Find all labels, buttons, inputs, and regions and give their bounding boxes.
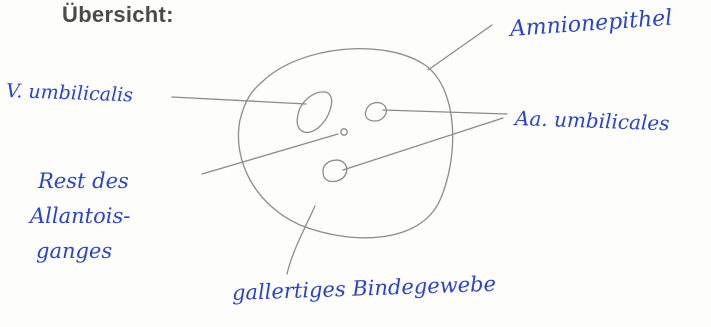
leader-aa-upper [383,110,507,114]
umbilical-artery-upper-shape [365,103,386,121]
allantois-remnant-shape [341,129,347,135]
umbilical-artery-lower-shape [323,160,347,181]
label-aa-umbilicales: Aa. umbilicales [515,108,670,134]
leader-aa-lower [343,118,503,170]
leader-gallertiges [287,206,315,274]
page-title: Übersicht: [62,2,174,28]
cord-outline [238,49,452,238]
umbilical-vein-shape [297,92,331,133]
leader-rest-allantois [202,134,338,174]
label-rest-line-2: Allantois- [30,205,130,227]
label-rest-line-3: ganges [36,240,112,262]
leader-v-umbilicalis [172,97,306,104]
leader-amnionepithel [428,25,492,70]
label-rest-line-1: Rest des [38,170,129,192]
